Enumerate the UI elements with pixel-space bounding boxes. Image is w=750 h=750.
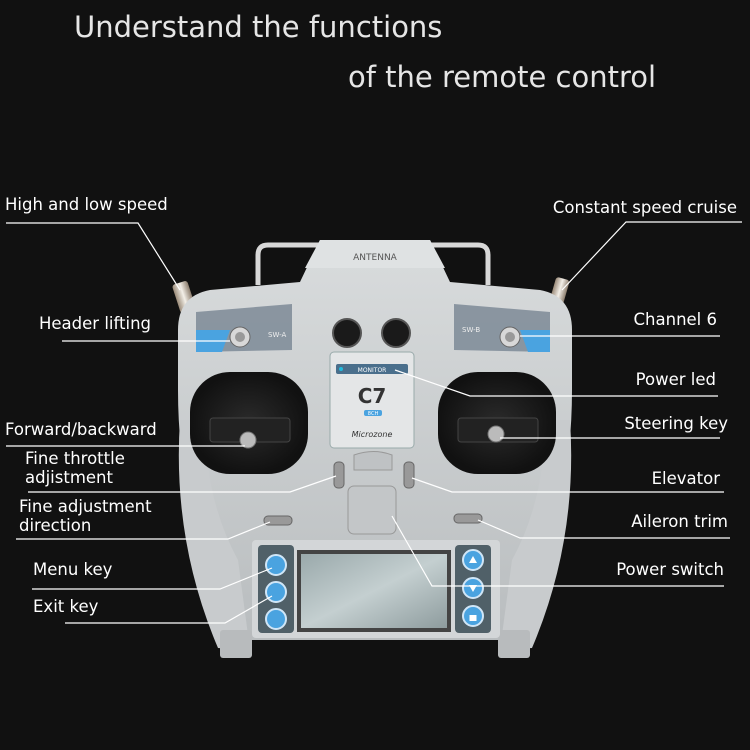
menu-key-button (265, 554, 287, 576)
direction-trim (263, 515, 293, 526)
exit-key-button (265, 581, 287, 603)
label-forward-backward: Forward/backward (5, 420, 157, 439)
switch-a-label: SW-A (268, 331, 286, 339)
label-power-led: Power led (635, 370, 716, 389)
up-arrow-icon (469, 556, 477, 563)
label-fine-direction-line-1: Fine adjustment (19, 497, 152, 516)
label-constant-speed-cruise: Constant speed cruise (552, 198, 737, 217)
model-badge: 8CH (368, 411, 379, 417)
leader-lines (6, 221, 742, 624)
label-steering-key: Steering key (624, 414, 728, 433)
channel-6-toggle (499, 326, 521, 348)
elevator-trim (403, 461, 415, 489)
label-power-switch: Power switch (616, 560, 724, 579)
throttle-trim (333, 461, 345, 489)
enter-key-button (265, 608, 287, 630)
label-high-low-speed: High and low speed (5, 195, 168, 214)
label-exit-key: Exit key (33, 597, 99, 616)
page-title-line-1: Understand the functions (74, 10, 443, 44)
label-elevator: Elevator (651, 469, 720, 488)
right-stick (487, 425, 505, 443)
power-switch-cover (347, 485, 397, 535)
lock-icon (469, 615, 477, 621)
power-led-indicator (339, 367, 343, 371)
label-menu-key: Menu key (33, 560, 113, 579)
label-fine-direction-line-2: direction (19, 516, 92, 535)
left-stick (239, 431, 257, 449)
brand-label: Microzone (352, 430, 393, 439)
antenna-label: ANTENNA (353, 253, 398, 263)
monitor-label: MONITOR (358, 367, 387, 374)
down-arrow-icon (469, 585, 477, 592)
lcd-screen (301, 554, 447, 628)
model-label: C7 (358, 384, 387, 408)
aileron-trim-slider (453, 513, 483, 524)
label-fine-throttle-line-2: adjistment (25, 468, 113, 487)
label-fine-throttle-line-1: Fine throttle (25, 449, 125, 468)
label-header-lifting: Header lifting (39, 314, 151, 333)
page-title-line-2: of the remote control (348, 60, 657, 94)
right-knob (381, 318, 411, 348)
left-knob (332, 318, 362, 348)
header-lifting-toggle (229, 326, 251, 348)
switch-b-label: SW-B (462, 326, 480, 334)
label-channel-6: Channel 6 (633, 310, 717, 329)
label-aileron-trim: Aileron trim (631, 512, 728, 531)
